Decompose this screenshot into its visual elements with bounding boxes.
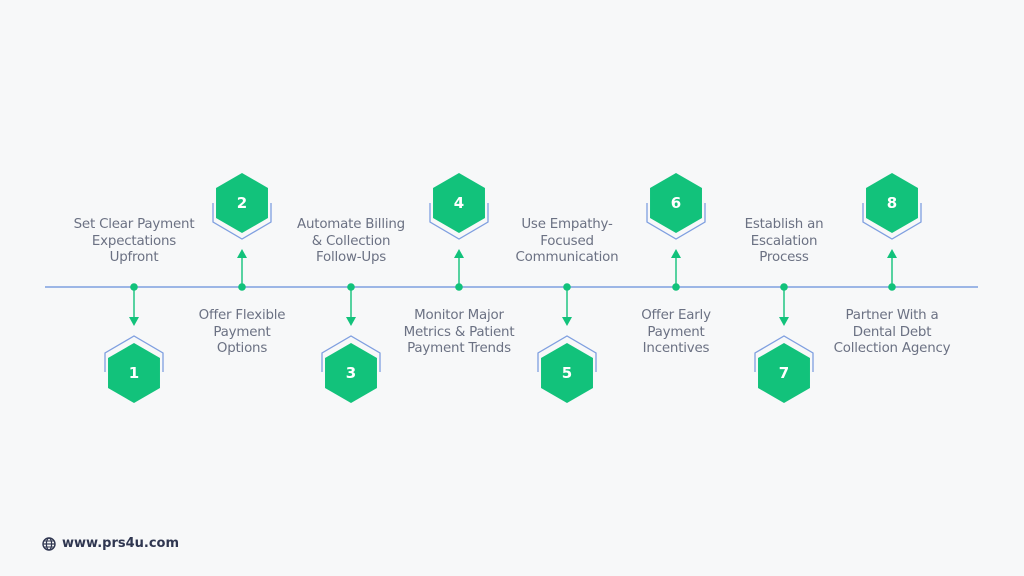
hexagon-outline [646,203,706,240]
arrow-down-icon [779,317,789,326]
hexagon-badge [650,173,702,233]
timeline-step-8 [862,173,922,291]
step-label-line: Offer Flexible [198,308,286,323]
step-label-line: Collection Agency [833,341,951,356]
step-label-line: Establish an [744,217,824,232]
step-label-line: Payment [647,324,705,340]
timeline-step-1 [104,283,164,403]
step-number: 7 [778,364,790,382]
step-number: 6 [670,194,682,212]
step-label-line: Offer Early [641,308,711,323]
step-label-line: Automate Billing [297,217,405,232]
step-label-line: Follow-Ups [315,250,387,265]
step-label-line: Metrics & Patient [403,324,515,340]
arrow-up-icon [237,249,247,258]
globe-icon [42,536,56,551]
hexagon-badge [866,173,918,233]
hexagon-outline [429,203,489,240]
step-label-line: Payment [213,324,271,340]
step-label-line: Communication [515,250,619,265]
step-label-line: Monitor Major [414,308,504,323]
footer: www.prs4u.com [42,536,179,551]
step-label-line: Upfront [109,250,159,265]
arrow-down-icon [562,317,572,326]
hexagon-outline [862,203,922,240]
step-label-line: Dental Debt [852,324,932,340]
hexagon-outline [212,203,272,240]
timeline-step-2 [212,173,272,291]
website-url: www.prs4u.com [62,536,180,551]
hexagon-outline [754,335,814,372]
step-number: 1 [128,364,140,382]
step-number: 3 [345,364,357,382]
step-number: 8 [886,194,898,212]
hexagon-outline [537,335,597,372]
step-label-line: Partner With a [845,308,939,323]
step-label-line: Process [759,250,809,265]
hexagon-badge [216,173,268,233]
timeline-step-5 [537,283,597,403]
hexagon-badge [433,173,485,233]
timeline-step-7 [754,283,814,403]
step-label-line: Options [216,341,268,356]
step-label-line: Escalation [750,233,818,249]
hexagon-outline [104,335,164,372]
hexagon-badge [325,343,377,403]
hexagon-badge [541,343,593,403]
step-label-line: & Collection [311,233,391,249]
hexagon-badge [758,343,810,403]
hexagon-outline [321,335,381,372]
timeline-step-3 [321,283,381,403]
step-label-line: Expectations [91,233,177,249]
arrow-up-icon [454,249,464,258]
step-number: 2 [236,194,248,212]
timeline-step-4 [429,173,489,291]
arrow-up-icon [887,249,897,258]
step-label-line: Set Clear Payment [73,217,195,232]
step-number: 4 [453,194,465,212]
arrow-down-icon [346,317,356,326]
step-number: 5 [561,364,573,382]
arrow-down-icon [129,317,139,326]
step-label-line: Incentives [642,341,710,356]
arrow-up-icon [671,249,681,258]
step-label-line: Use Empathy- [521,217,613,232]
timeline-step-6 [646,173,706,291]
step-label-line: Payment Trends [407,341,511,356]
hexagon-badge [108,343,160,403]
step-label-line: Focused [540,233,594,249]
